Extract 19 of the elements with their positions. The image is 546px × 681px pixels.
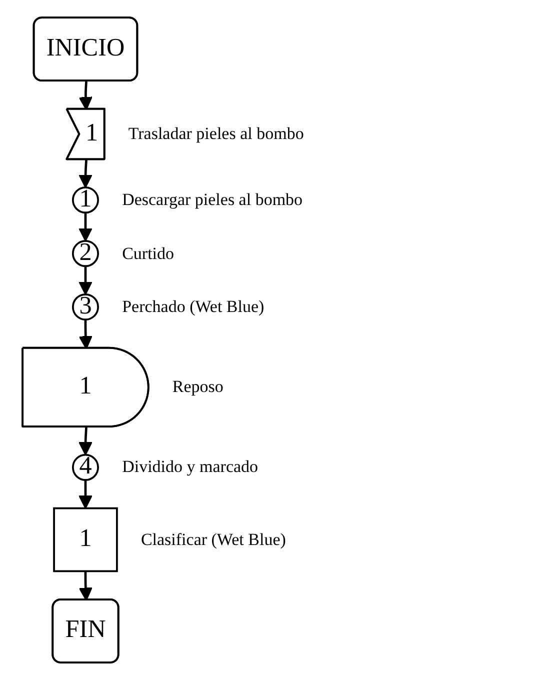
step-description: Trasladar pieles al bombo <box>128 124 304 144</box>
step-description: Dividido y marcado <box>122 457 258 478</box>
node-circle: 4 <box>72 454 100 481</box>
arrow <box>78 212 92 242</box>
node-box: 1 <box>53 507 118 572</box>
arrow <box>78 160 92 188</box>
node-circle: 1 <box>72 186 100 214</box>
arrow <box>78 320 93 350</box>
step-description: Curtido <box>122 244 174 264</box>
step-description: Reposo <box>172 377 224 398</box>
arrow <box>78 427 92 456</box>
node-circle: 3 <box>72 293 100 320</box>
step-description: Clasificar (Wet Blue) <box>140 530 286 550</box>
step-description: Perchado (Wet Blue) <box>122 296 264 317</box>
node-circle: 2 <box>72 240 100 268</box>
arrow <box>78 571 93 601</box>
arrow <box>78 480 92 509</box>
step-description: Descargar pieles al bombo <box>122 190 303 210</box>
arrow <box>78 266 92 296</box>
